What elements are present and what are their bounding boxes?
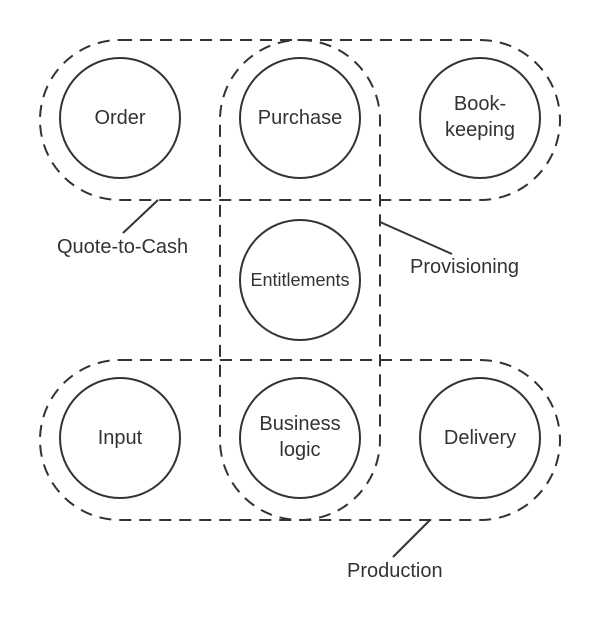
node-purchase: Purchase <box>239 57 361 179</box>
business-logic-circle <box>239 377 361 499</box>
delivery-circle <box>419 377 541 499</box>
purchase-label: Purchase <box>258 107 343 129</box>
node-business-logic: Business logic <box>239 377 361 499</box>
node-order: Order <box>59 57 181 179</box>
business-logic-label-line1: Business <box>259 413 340 435</box>
node-entitlements: Entitlements <box>239 219 361 341</box>
purchase-circle <box>239 57 361 179</box>
node-bookkeeping: Book- keeping <box>419 57 541 179</box>
quote-to-cash-label: Quote-to-Cash <box>57 236 188 258</box>
provisioning-leader-line <box>379 221 453 255</box>
order-circle <box>59 57 181 179</box>
production-label: Production <box>347 560 443 582</box>
input-label: Input <box>98 427 143 449</box>
delivery-label: Delivery <box>444 427 516 449</box>
bookkeeping-label-line1: Book- <box>454 93 506 115</box>
entitlements-circle <box>239 219 361 341</box>
input-circle <box>59 377 181 499</box>
provisioning-label: Provisioning <box>410 256 519 278</box>
provisioning-group-outline <box>219 39 381 521</box>
production-leader-line <box>392 519 431 558</box>
bookkeeping-circle <box>419 57 541 179</box>
order-label: Order <box>94 107 145 129</box>
business-logic-label-line2: logic <box>279 439 320 461</box>
bookkeeping-label-line2: keeping <box>445 119 515 141</box>
node-input: Input <box>59 377 181 499</box>
entitlements-label: Entitlements <box>250 270 349 290</box>
quote-to-cash-leader-line <box>122 199 159 234</box>
node-delivery: Delivery <box>419 377 541 499</box>
